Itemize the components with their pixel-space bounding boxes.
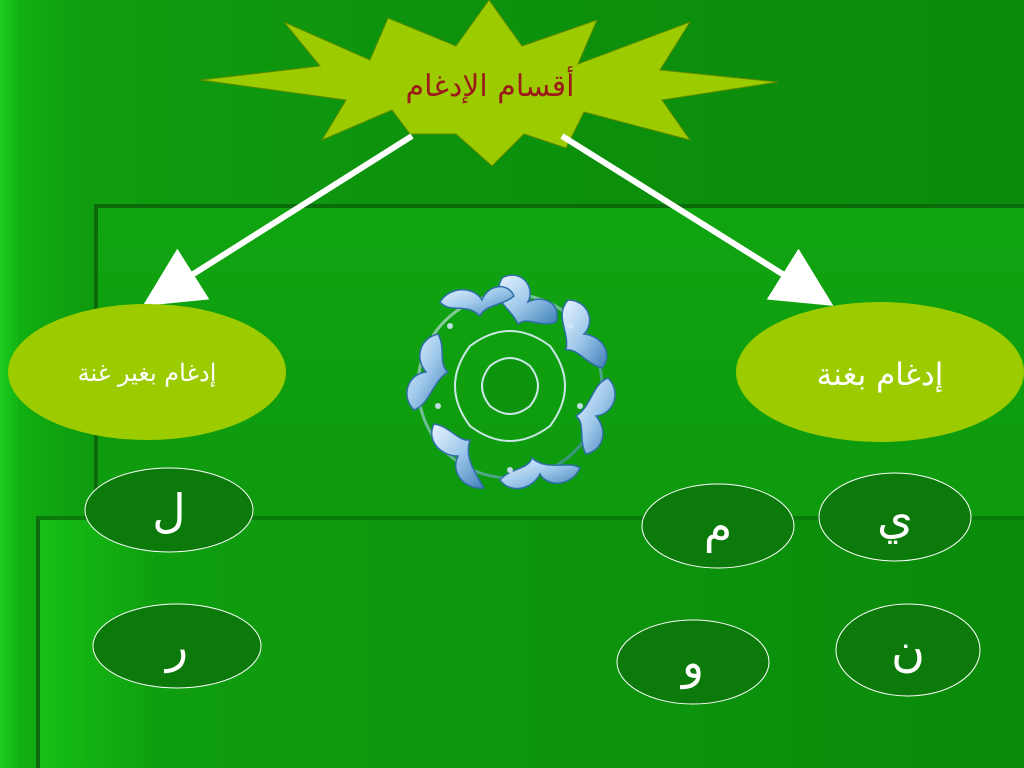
- letter-lam: ل: [152, 484, 186, 538]
- letter-meem: م: [703, 499, 733, 553]
- arrow-to-without-ghunnah: [142, 133, 414, 307]
- letter-oval-meem: [641, 483, 795, 569]
- arrow-to-with-ghunnah: [560, 133, 834, 306]
- branch-label-without-ghunnah: إدغام بغير غنة: [77, 359, 217, 387]
- branch-oval-with-ghunnah: [736, 302, 1024, 442]
- title-star-shape: [199, 0, 779, 167]
- branch-label-with-ghunnah: إدغام بغنة: [816, 357, 944, 393]
- letter-ya: ي: [877, 490, 914, 544]
- letter-oval-noon: [835, 603, 981, 697]
- left-edge-gradient: [0, 0, 18, 768]
- branch-oval-without-ghunnah: [8, 304, 286, 440]
- letter-waw: و: [681, 635, 705, 689]
- letter-oval-ra: [92, 603, 262, 689]
- letter-oval-waw: [616, 619, 770, 705]
- diagram-title: أقسام الإدغام: [405, 68, 575, 104]
- letter-noon: ن: [891, 623, 925, 677]
- letter-oval-ya: [818, 472, 972, 562]
- letter-ra: ر: [165, 619, 189, 673]
- letter-oval-lam: [84, 467, 254, 553]
- calligraphy-medallion-icon: [406, 274, 616, 490]
